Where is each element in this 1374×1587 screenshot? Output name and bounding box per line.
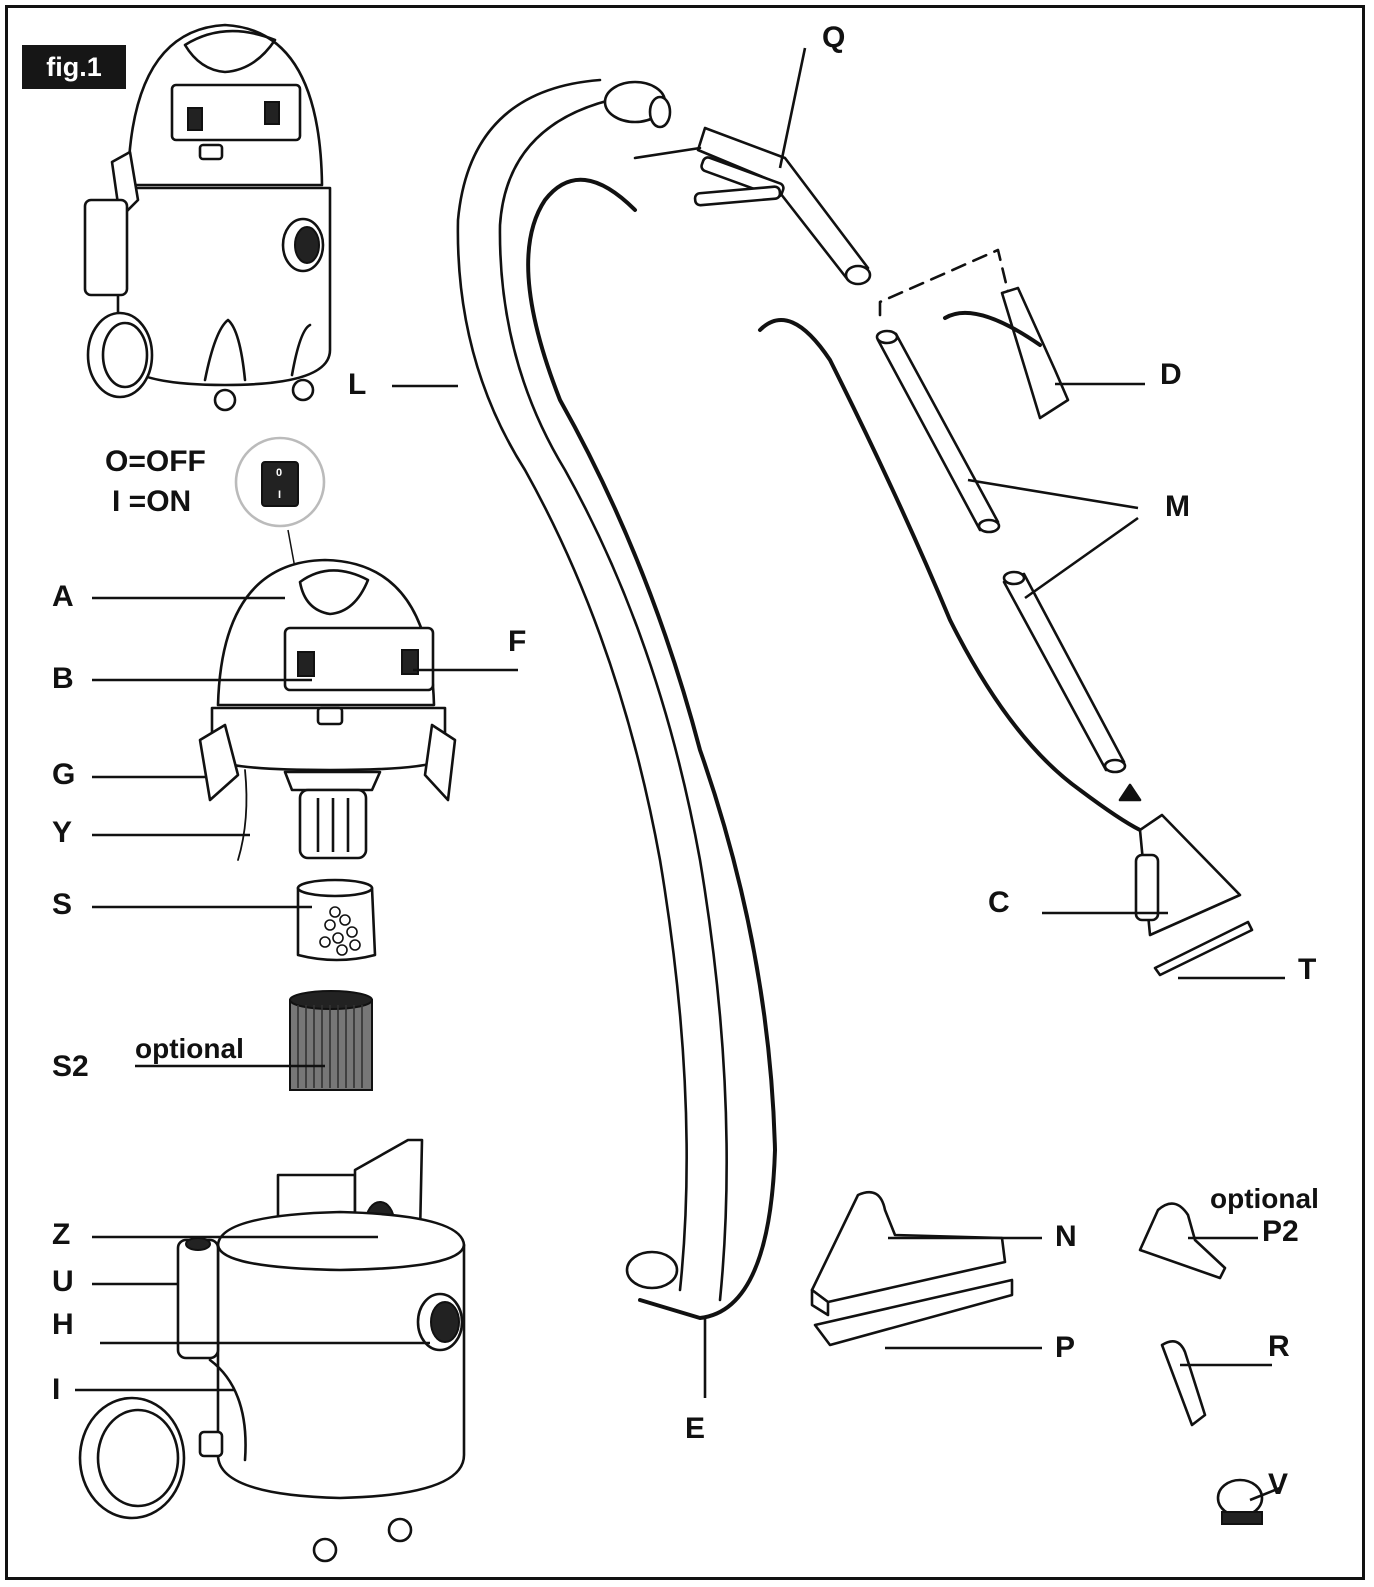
motor-head-drawing [198, 558, 457, 861]
switch-callout [234, 436, 326, 651]
label-s: S [52, 888, 73, 921]
label-t: T [1298, 953, 1317, 986]
label-p2: P2 [1262, 1215, 1299, 1248]
label-g: G [52, 758, 76, 791]
extension-tubes-drawing [758, 318, 1142, 832]
label-h: H [52, 1308, 74, 1341]
label-s2: S2 [52, 1050, 89, 1083]
label-f: F [508, 625, 527, 658]
label-n: N [1055, 1220, 1077, 1253]
filter-s-drawing [296, 878, 377, 962]
label-a: A [52, 580, 74, 613]
tank-drawing [78, 1138, 466, 1563]
switch-on-mark: I [278, 489, 282, 501]
label-v: V [1268, 1468, 1289, 1501]
filter-s2-drawing [289, 990, 373, 1091]
nozzle-c-drawing [1134, 813, 1254, 977]
figure-label: fig.1 [22, 45, 126, 89]
legend-on-text: I =ON [112, 485, 192, 518]
label-z: Z [52, 1218, 71, 1251]
floor-nozzle-drawing [810, 1190, 1014, 1347]
label-r: R [1268, 1330, 1290, 1363]
optional-note-s2: optional [135, 1033, 244, 1064]
label-p: P [1055, 1331, 1076, 1364]
switch-off-mark: 0 [276, 467, 283, 479]
small-tools-drawing [1138, 1202, 1264, 1525]
label-y: Y [52, 816, 73, 849]
optional-note-p2: optional [1210, 1183, 1319, 1214]
hose-drawing [456, 78, 778, 1321]
label-u: U [52, 1265, 74, 1298]
handle-q-drawing [633, 126, 872, 286]
label-d: D [1160, 358, 1182, 391]
label-c: C [988, 886, 1010, 919]
nozzle-d-drawing [878, 248, 1070, 420]
legend-off-text: O=OFF [105, 445, 206, 478]
label-l: L [348, 368, 367, 401]
assembled-vacuum-drawing [83, 23, 332, 412]
label-b: B [52, 662, 74, 695]
label-i: I [52, 1373, 61, 1406]
label-q: Q [822, 21, 846, 54]
label-e: E [685, 1412, 706, 1445]
label-m: M [1165, 490, 1190, 523]
leader-lines [75, 47, 1285, 1502]
